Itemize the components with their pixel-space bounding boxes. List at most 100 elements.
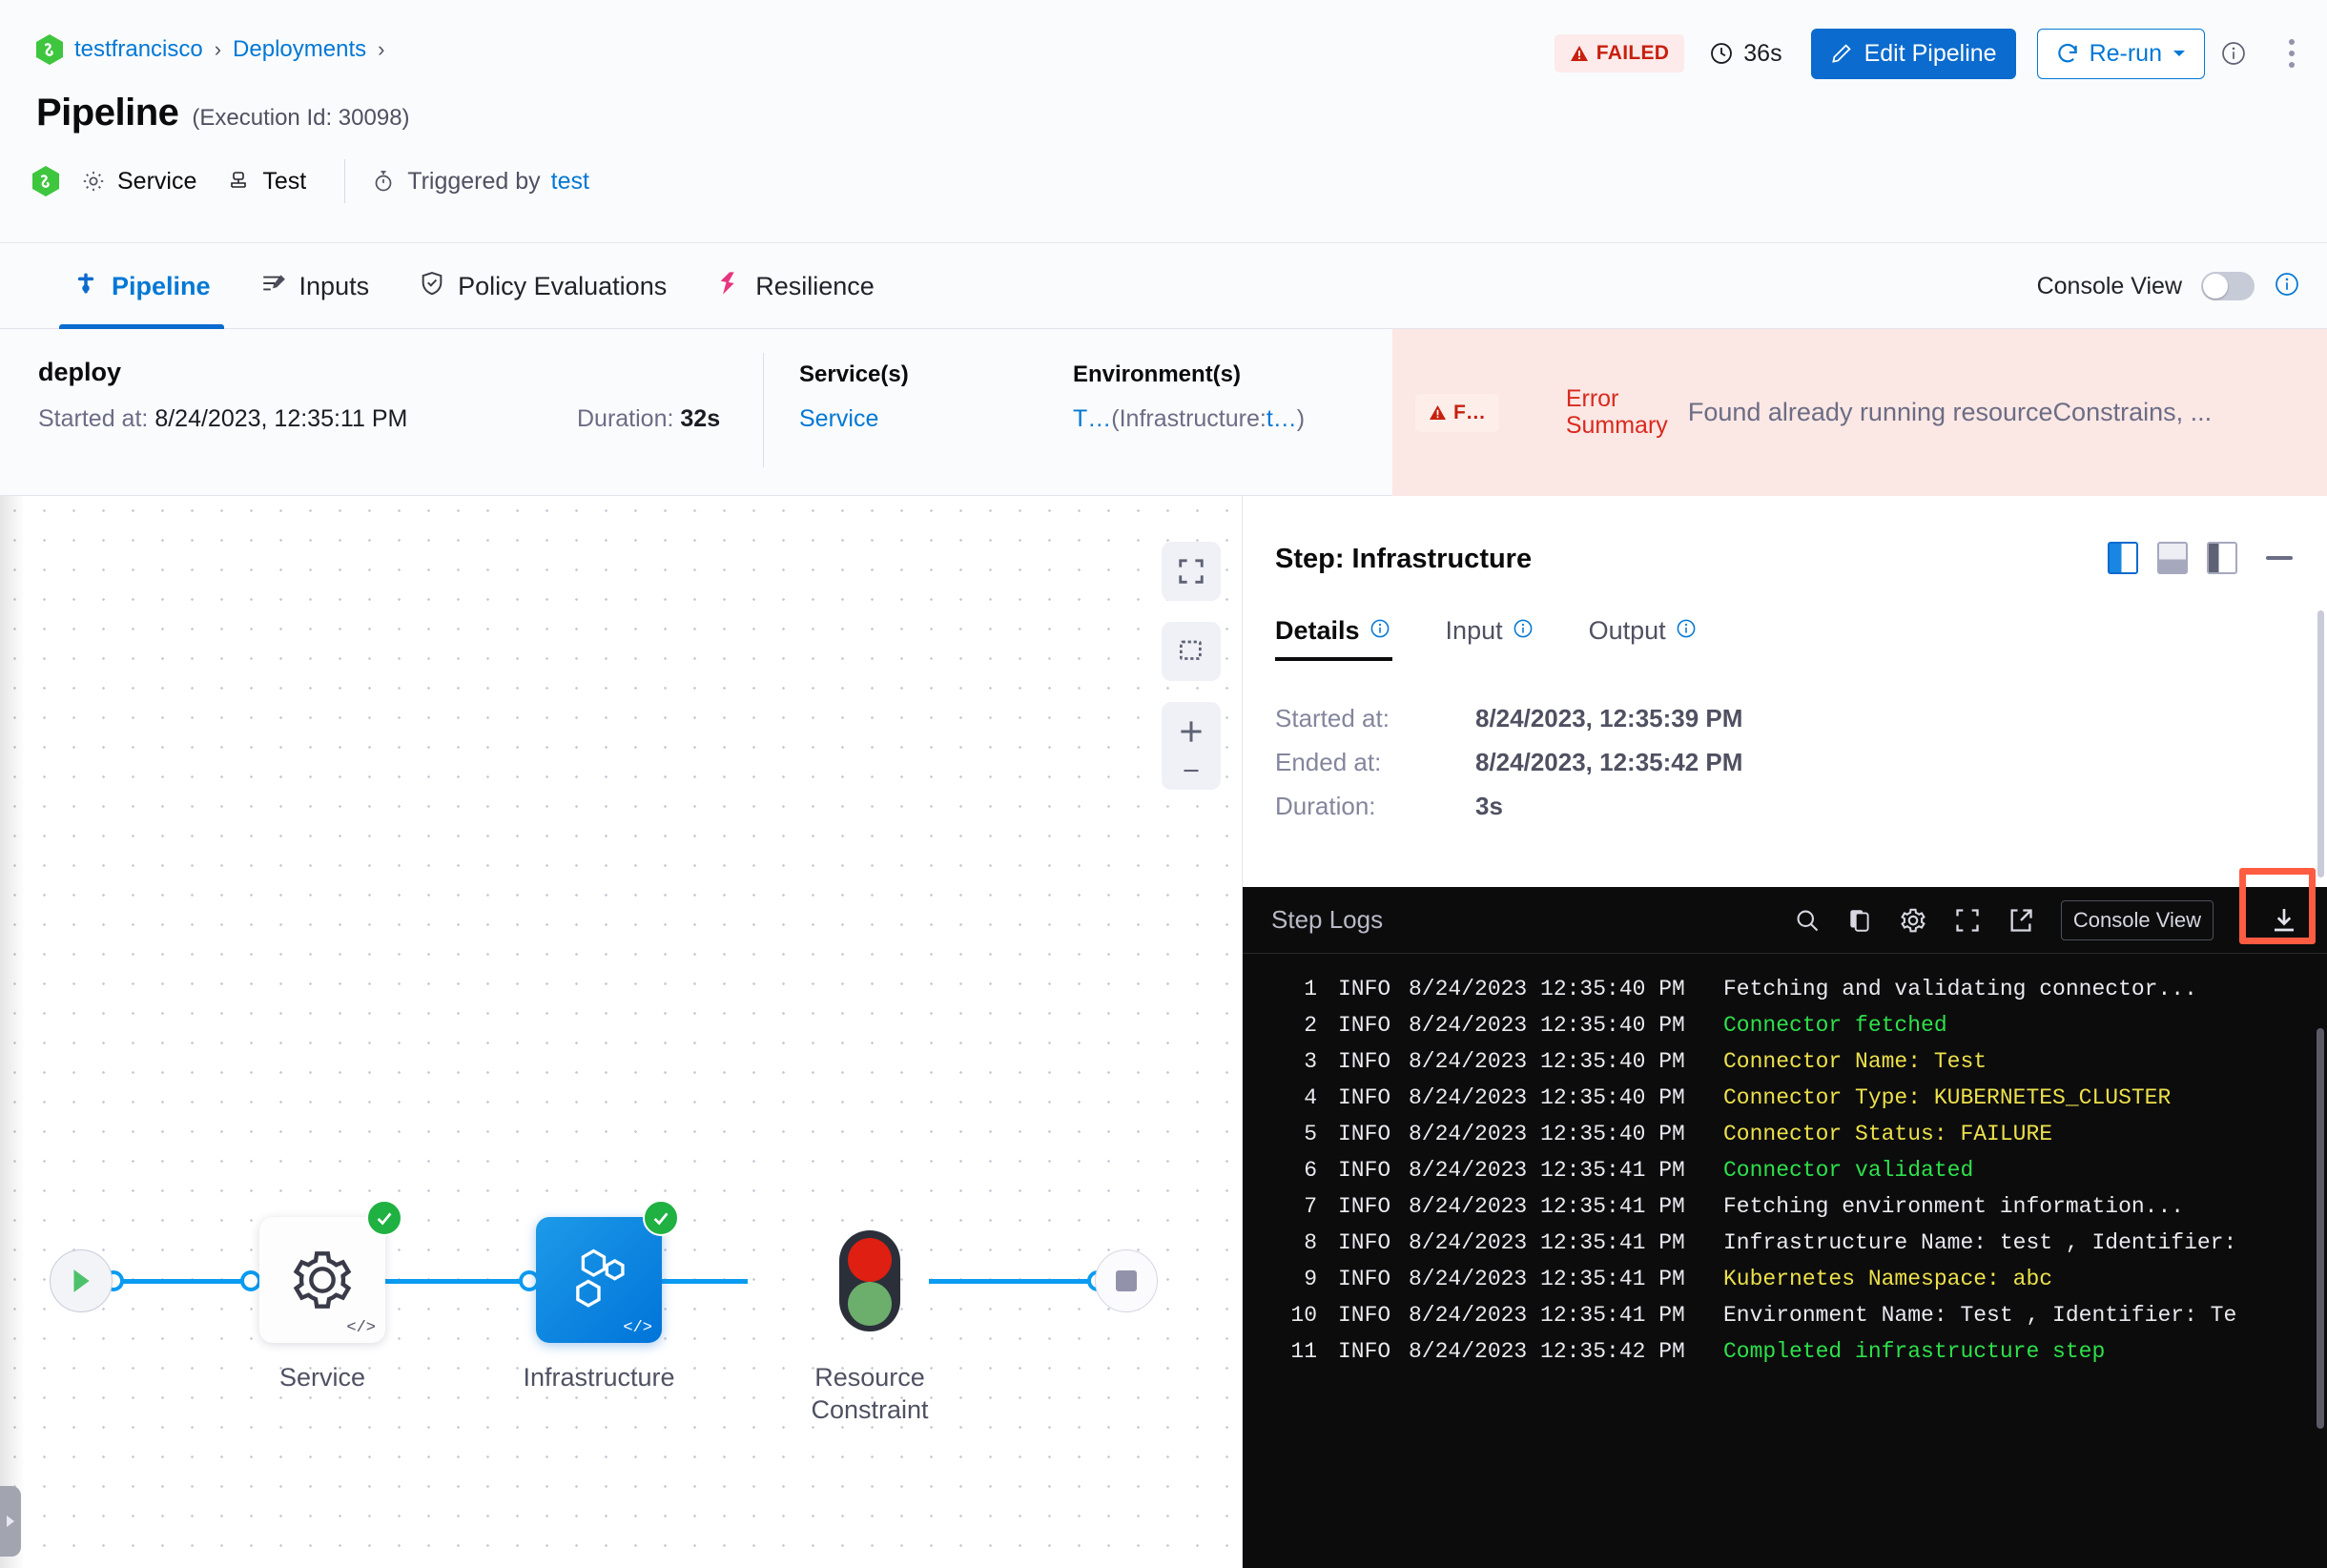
step-detail-value: 8/24/2023, 12:35:42 PM: [1475, 748, 1743, 776]
info-circle-icon[interactable]: [1369, 616, 1390, 646]
error-status-chip: F…: [1415, 393, 1499, 432]
step-tab-output[interactable]: Output: [1589, 616, 1725, 661]
meta-test-label: Test: [262, 167, 307, 195]
zoom-to-selection-button[interactable]: [1162, 622, 1221, 681]
stage-environments-header: Environment(s): [1073, 361, 1242, 387]
step-tab-input[interactable]: Input: [1446, 616, 1562, 661]
right-view-button[interactable]: [2207, 542, 2237, 574]
info-circle-icon[interactable]: [1676, 616, 1697, 646]
graph-node-infrastructure[interactable]: </>: [536, 1200, 679, 1343]
stage-services-value[interactable]: Service: [799, 405, 879, 432]
stop-square-icon: [1116, 1270, 1137, 1291]
graph-node-service[interactable]: </>: [259, 1200, 402, 1343]
step-logs-tools: Console View: [1794, 887, 2327, 954]
search-icon[interactable]: [1794, 907, 1821, 934]
download-icon: [2275, 909, 2294, 932]
minimize-button[interactable]: [2266, 556, 2293, 560]
node-status-success-icon: [366, 1200, 402, 1236]
step-detail-value: 3s: [1475, 792, 1503, 820]
canvas-controls: [1162, 542, 1221, 790]
refresh-icon: [2057, 43, 2077, 63]
breadcrumb-item-testfrancisco[interactable]: testfrancisco: [74, 36, 203, 62]
split-view-button[interactable]: [2108, 542, 2138, 574]
zoom-group: [1162, 702, 1221, 790]
tab-policy-evaluations[interactable]: Policy Evaluations: [394, 243, 691, 329]
bottom-view-button[interactable]: [2157, 542, 2188, 574]
execution-meta-row: Service Test Triggered by test: [32, 159, 618, 203]
step-detail-value: 8/24/2023, 12:35:39 PM: [1475, 704, 1743, 732]
fullscreen-icon[interactable]: [1954, 907, 1981, 934]
inputs-icon: [260, 271, 287, 302]
stage-duration: Duration: 32s: [577, 405, 720, 433]
resilience-icon: [716, 270, 743, 303]
plus-icon: [1181, 721, 1202, 742]
top-bar: testfrancisco › Deployments › Pipeline (…: [0, 0, 2327, 243]
step-logs-header: Step Logs Console View: [1243, 887, 2327, 954]
edit-pipeline-button[interactable]: Edit Pipeline: [1810, 28, 2016, 79]
harness-logo-icon: [32, 166, 59, 196]
clock-icon: [1711, 43, 1733, 64]
graph-node-infrastructure-label: Infrastructure: [523, 1363, 675, 1392]
page-title-row: Pipeline (Execution Id: 30098): [36, 92, 410, 134]
tab-inputs-label: Inputs: [299, 271, 370, 300]
breadcrumb-separator: ›: [378, 37, 385, 61]
fit-to-screen-button[interactable]: [1162, 542, 1221, 601]
play-icon: [73, 1269, 90, 1292]
left-panel-expand-handle[interactable]: [0, 1486, 21, 1557]
tab-resilience[interactable]: Resilience: [691, 243, 899, 329]
step-tab-details[interactable]: Details: [1275, 616, 1419, 661]
re-run-info-icon[interactable]: [2220, 40, 2247, 67]
stopwatch-icon: [370, 168, 397, 195]
re-run-label: Re-run: [2089, 39, 2162, 67]
infrastructure-hex-icon: [576, 1248, 625, 1308]
end-node[interactable]: [1095, 1249, 1158, 1312]
info-circle-icon[interactable]: [1513, 616, 1534, 646]
console-view-info-icon[interactable]: [2274, 271, 2300, 302]
stage-name: deploy: [38, 358, 122, 386]
logs-console-view-button[interactable]: Console View: [2060, 900, 2214, 940]
tab-inputs[interactable]: Inputs: [236, 243, 395, 329]
stage-environments-value[interactable]: T…(Infrastructure:t…): [1073, 405, 1306, 432]
meta-test[interactable]: Test: [225, 168, 306, 196]
log-scrollbar[interactable]: [2317, 1028, 2324, 1429]
zoom-out-button[interactable]: [1175, 765, 1207, 776]
copy-icon[interactable]: [1847, 907, 1872, 934]
step-detail-row: Ended at: 8/24/2023, 12:35:42 PM: [1275, 748, 1742, 777]
stage-duration-value: 32s: [680, 405, 721, 432]
zoom-in-button[interactable]: [1175, 715, 1207, 748]
open-external-icon[interactable]: [2008, 907, 2034, 934]
start-node[interactable]: [50, 1249, 113, 1312]
edge-start-service: [113, 1279, 280, 1284]
chevron-right-icon: [7, 1516, 14, 1527]
tab-pipeline[interactable]: Pipeline: [48, 243, 236, 329]
pencil-icon: [1831, 44, 1851, 63]
shield-check-icon: [419, 270, 445, 303]
console-view-toggle[interactable]: [2201, 272, 2255, 300]
stage-started-label: Started at:: [38, 405, 149, 432]
re-run-button[interactable]: Re-run: [2036, 28, 2205, 79]
meta-triggered-by: Triggered by test: [370, 168, 589, 196]
gear-icon[interactable]: [1899, 906, 1927, 935]
step-panel-scrollbar[interactable]: [2317, 610, 2324, 877]
execution-duration: 36s: [1709, 40, 1782, 68]
warning-triangle-icon: [1430, 404, 1446, 421]
more-vertical-icon[interactable]: [2277, 39, 2306, 68]
graph-node-service-label: Service: [278, 1363, 366, 1392]
pipeline-icon: [72, 270, 99, 303]
minus-icon: [1184, 769, 1199, 773]
chevron-down-icon: [2173, 51, 2185, 56]
edit-pipeline-label: Edit Pipeline: [1864, 39, 1997, 67]
main-tabs: Pipeline Inputs Policy Evaluations Resil…: [48, 243, 899, 329]
triggered-by-user[interactable]: test: [550, 167, 589, 195]
download-logs-button[interactable]: [2240, 887, 2327, 954]
meta-service[interactable]: Service: [80, 168, 196, 196]
port-service-in: [240, 1270, 261, 1291]
graph-node-resource-constraint[interactable]: [839, 1230, 900, 1331]
breadcrumb-item-deployments[interactable]: Deployments: [233, 36, 367, 62]
